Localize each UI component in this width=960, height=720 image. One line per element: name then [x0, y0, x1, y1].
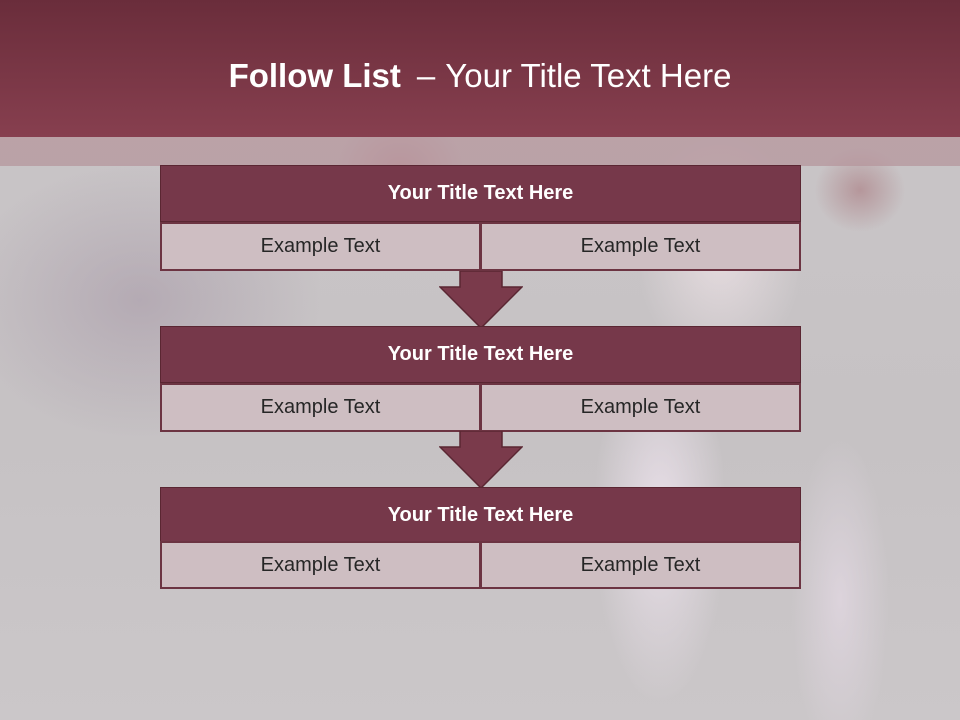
step-title: Your Title Text Here [160, 326, 801, 383]
title-bar [0, 0, 960, 137]
down-arrow-icon [439, 431, 523, 489]
title-bar-strip [0, 137, 960, 166]
step-cell-left: Example Text [160, 222, 481, 271]
down-arrow-icon [439, 271, 523, 329]
slide-title-subtitle: Your Title Text Here [445, 57, 732, 94]
step-box-3: Your Title Text Here Example Text Exampl… [160, 487, 801, 593]
step-cell-left: Example Text [160, 383, 481, 432]
step-title: Your Title Text Here [160, 487, 801, 544]
step-cell-right: Example Text [480, 383, 801, 432]
slide-title-main: Follow List [228, 57, 401, 94]
slide-title-separator: – [416, 57, 436, 94]
step-box-1: Your Title Text Here Example Text Exampl… [160, 165, 801, 271]
step-cell-left: Example Text [160, 541, 481, 589]
step-box-2: Your Title Text Here Example Text Exampl… [160, 326, 801, 432]
step-cell-right: Example Text [480, 222, 801, 271]
step-cell-right: Example Text [480, 541, 801, 589]
slide-title: Follow List–Your Title Text Here [0, 52, 960, 100]
step-title: Your Title Text Here [160, 165, 801, 222]
